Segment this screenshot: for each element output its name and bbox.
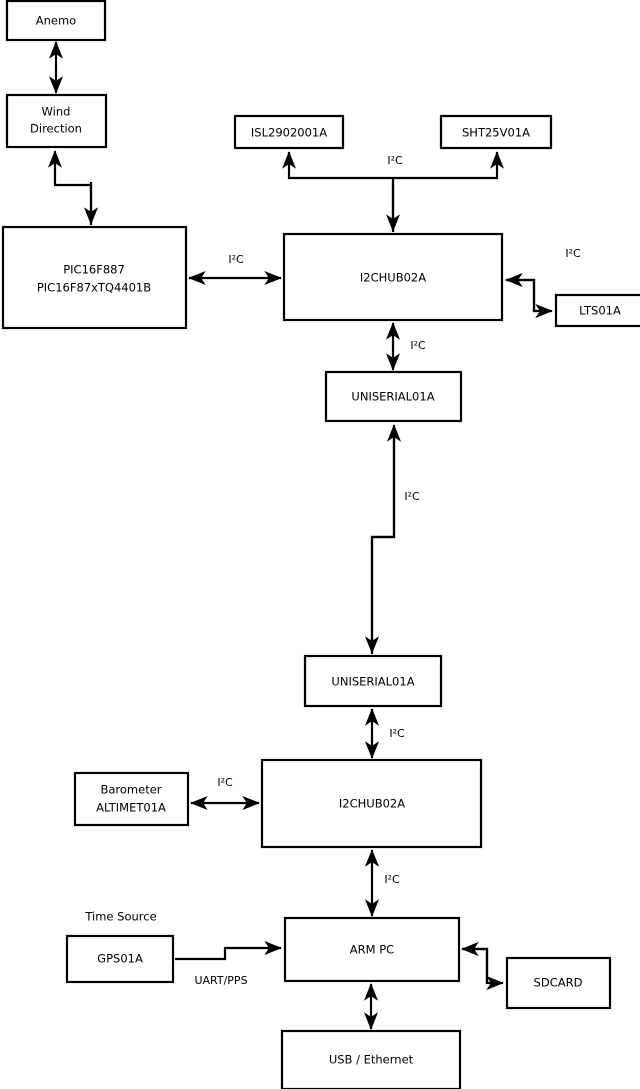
node-sdcard[interactable]: SDCARD [505,956,612,1010]
edge-arm-sdcard-out [462,947,504,991]
edge-label-hub-uniserial: I²C [410,339,426,352]
node-i2chub02a-bottom[interactable]: I2CHUB02A [260,758,483,849]
edge-label-hub-lts: I²C [565,247,581,260]
edge-label-uniserial-hub2: I²C [389,727,405,740]
edge-uniserial-up-link [370,424,402,654]
node-arm-pc-label: ARM PC [350,943,394,957]
edge-gps-arm [175,940,282,961]
node-i2chub02a-bottom-label: I2CHUB02A [339,797,405,811]
node-wind-direction[interactable]: Wind Direction [5,93,108,149]
edge-hub-isl [281,151,393,180]
edges-layer [47,41,553,1030]
node-pic-label-line2: PIC16F87xTQ4401B [37,281,151,295]
edge-label-baro-hub2: I²C [217,776,233,789]
edge-wind-pic [47,150,93,225]
edge-label-hub-sensors: I²C [387,154,403,167]
edge-hub-sht [393,151,505,180]
node-wind-direction-label-line1: Wind [42,105,71,119]
node-barometer[interactable]: Barometer ALTIMET01A [73,771,190,827]
node-isl2902001a-label: ISL2902001A [251,126,327,140]
node-barometer-label-line2: ALTIMET01A [96,801,166,815]
edge-label-hub2-arm: I²C [384,873,400,886]
node-sht25v01a-label: SHT25V01A [462,126,530,140]
edge-labels-layer: I²C I²C I²C I²C I²C I²C I²C I²C UART/PPS [194,154,581,987]
node-wind-direction-label-line2: Direction [30,122,82,136]
edge-arm-sdcard-in [461,941,489,983]
node-anemo[interactable]: Anemo [5,0,107,42]
edge-label-pic-hub: I²C [228,253,244,266]
node-i2chub02a-top[interactable]: I2CHUB02A [282,232,504,322]
node-uniserial01a-upper[interactable]: UNISERIAL01A [324,370,463,423]
edge-hub-lts-in [505,272,536,311]
node-isl2902001a[interactable]: ISL2902001A [233,114,345,150]
node-sdcard-label: SDCARD [534,976,583,990]
node-uniserial01a-lower-label: UNISERIAL01A [331,675,414,689]
edge-label-uniserial-uniserial: I²C [404,490,420,503]
node-arm-pc[interactable]: ARM PC [283,916,461,983]
node-uniserial01a-upper-label: UNISERIAL01A [351,390,434,404]
node-barometer-label-line1: Barometer [100,783,161,797]
node-pic[interactable]: PIC16F887 PIC16F87xTQ4401B [1,225,188,330]
node-usb-ethernet[interactable]: USB / Ethernet [280,1029,462,1089]
edge-label-gps-arm: UART/PPS [194,974,247,987]
label-time-source: Time Source [84,910,156,924]
node-anemo-label: Anemo [36,14,76,28]
free-labels-layer: Time Source [84,910,156,924]
node-lts01a[interactable]: LTS01A [554,293,640,328]
node-lts01a-label: LTS01A [579,304,621,318]
node-gps01a[interactable]: GPS01A [65,934,175,984]
node-i2chub02a-top-label: I2CHUB02A [360,271,426,285]
edge-uniserial-down-link [364,428,396,654]
node-uniserial01a-lower[interactable]: UNISERIAL01A [303,654,443,708]
node-sht25v01a[interactable]: SHT25V01A [439,114,553,150]
edge-hub-lts-out [506,278,553,319]
node-usb-ethernet-label: USB / Ethernet [329,1053,414,1067]
node-gps01a-label: GPS01A [97,952,143,966]
node-pic-label-line1: PIC16F887 [63,263,125,277]
